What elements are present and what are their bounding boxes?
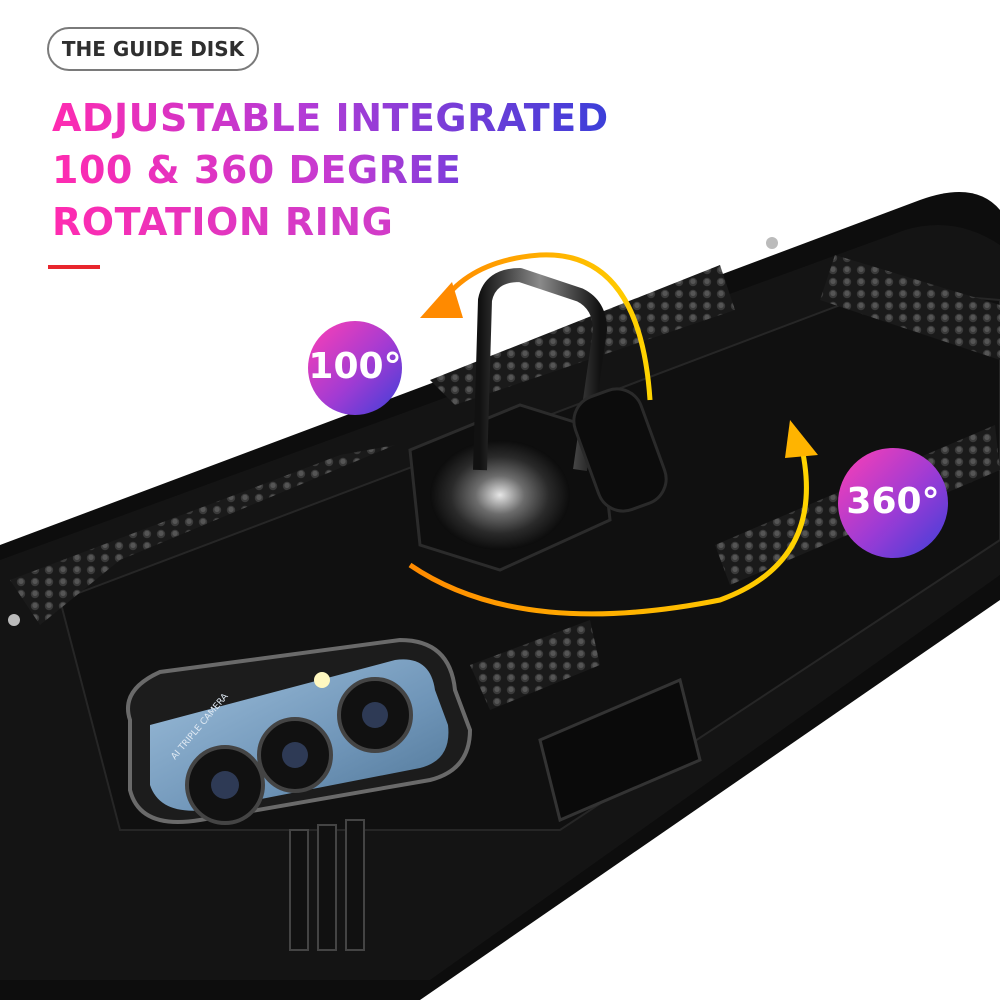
headline-line-2: 100 & 360 DEGREE — [52, 144, 461, 196]
accent-divider — [48, 265, 100, 269]
angle-100-label: 100° — [308, 346, 402, 387]
headline-line-3: ROTATION RING — [52, 196, 393, 248]
ring-holder-icon — [408, 268, 668, 572]
rotation-arrow-icon — [437, 252, 653, 401]
guide-badge: THE GUIDE DISK — [47, 27, 259, 71]
headline-line-1: ADJUSTABLE INTEGRATED — [52, 92, 609, 144]
headline: ADJUSTABLE INTEGRATED 100 & 360 DEGREE R… — [52, 92, 609, 248]
angle-360-label: 360° — [846, 481, 940, 522]
